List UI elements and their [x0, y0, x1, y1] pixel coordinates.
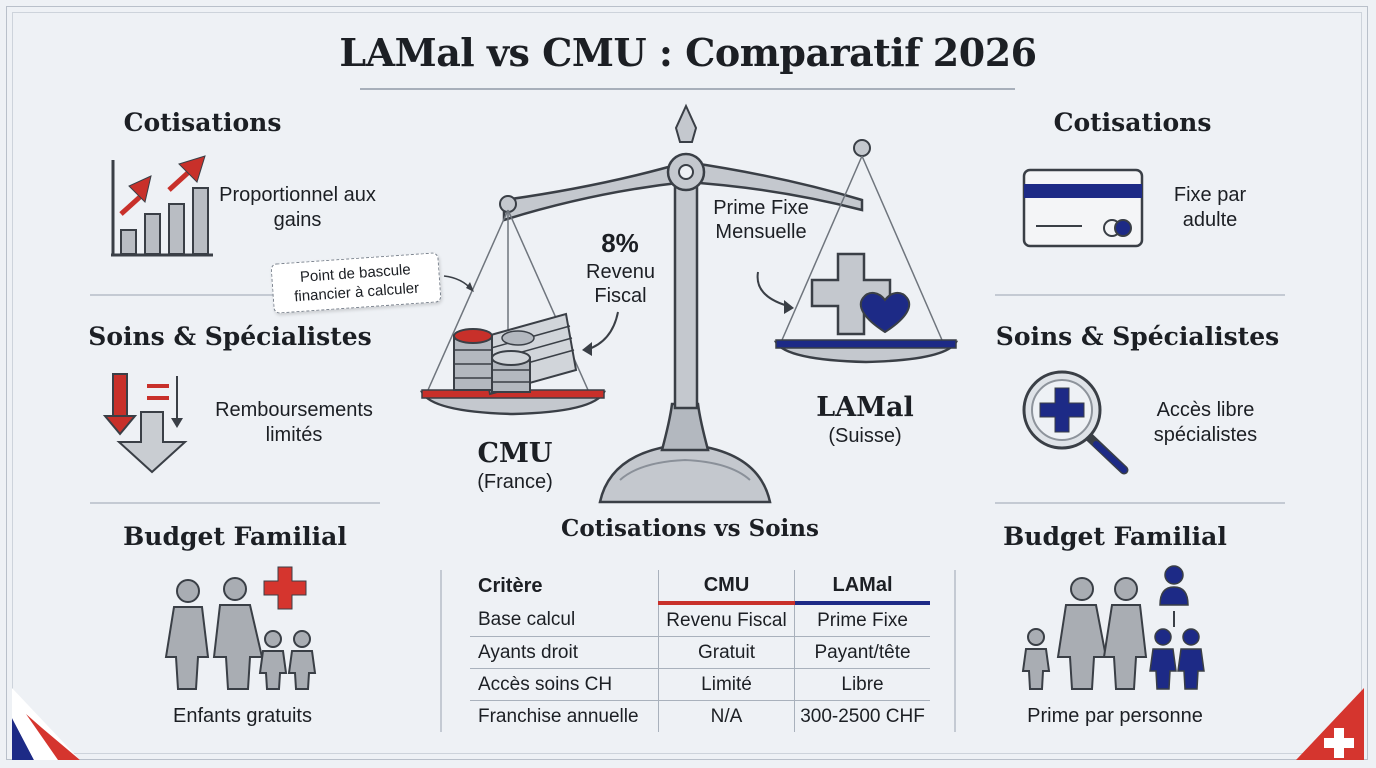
cmu-name: CMU	[477, 438, 553, 469]
france-flag-icon	[12, 688, 80, 760]
cell-cmu: Limité	[658, 668, 795, 701]
left-budget-text: Enfants gratuits	[173, 705, 312, 727]
table-row: Base calcul Revenu Fiscal Prime Fixe	[470, 603, 930, 637]
right-budget-heading: Budget Familial	[1003, 522, 1227, 551]
right-soins-heading: Soins & Spécialistes	[995, 322, 1280, 351]
card-icon	[1022, 168, 1144, 248]
table-row: Ayants droit Gratuit Payant/tête	[470, 636, 930, 669]
inner-frame	[12, 12, 1362, 754]
left-divider-2	[90, 502, 380, 504]
money-icon	[453, 312, 578, 396]
header-lamal: LAMal	[794, 570, 930, 605]
table-right-border	[954, 570, 956, 732]
cell-cmu: Revenu Fiscal	[658, 603, 795, 637]
cell-criterion: Franchise annuelle	[478, 705, 639, 727]
cell-lamal: Prime Fixe	[794, 603, 930, 637]
left-divider-1	[90, 294, 380, 296]
cell-lamal: 300-2500 CHF	[794, 700, 930, 732]
cell-lamal: Libre	[794, 668, 930, 701]
lamal-name: LAMal	[816, 392, 914, 423]
left-soins-text: Remboursements limités	[215, 399, 373, 446]
left-cotisations-heading: Cotisations	[123, 108, 282, 137]
cell-criterion: Ayants droit	[470, 636, 659, 669]
table-header-row: Critère CMU LAMal	[470, 570, 930, 605]
lamal-note: Prime Fixe Mensuelle	[713, 197, 809, 243]
page-title: LAMal vs CMU : Comparatif 2026	[339, 30, 1037, 75]
header-cmu: CMU	[658, 570, 795, 605]
cross-heart-icon	[810, 252, 911, 336]
cmu-rate-sub: Revenu Fiscal	[586, 261, 655, 307]
table-left-border	[440, 570, 442, 732]
left-cotisations-text: Proportionnel aux gains	[219, 184, 376, 231]
cell-criterion: Accès soins CH	[470, 668, 659, 701]
cell-lamal: Payant/tête	[794, 636, 930, 669]
cell-cmu: N/A	[658, 700, 795, 732]
down-arrow-icon	[102, 373, 188, 474]
header-critere: Critère	[478, 575, 543, 597]
cell-criterion: Base calcul	[470, 603, 659, 637]
swiss-flag-icon	[1296, 688, 1364, 760]
cmu-country: (France)	[477, 471, 553, 493]
cmu-rate: 8%	[601, 228, 639, 258]
cell-cmu: Gratuit	[658, 636, 795, 669]
balance-scale	[419, 103, 959, 504]
family-icon	[1021, 565, 1205, 690]
left-soins-heading: Soins & Spécialistes	[88, 322, 372, 351]
table-row: Accès soins CH Limité Libre	[470, 668, 930, 701]
right-soins-text: Accès libre spécialistes	[1153, 399, 1258, 446]
table-heading: Cotisations vs Soins	[561, 515, 819, 542]
left-budget-heading: Budget Familial	[123, 522, 347, 551]
right-cotisations-text: Fixe par adulte	[1173, 184, 1247, 231]
table-row: Franchise annuelle N/A 300-2500 CHF	[470, 700, 930, 732]
right-cotisations-heading: Cotisations	[1053, 108, 1212, 137]
lamal-country: (Suisse)	[828, 425, 902, 447]
family-icon	[164, 566, 317, 690]
title-underline	[360, 88, 1015, 90]
right-budget-text: Prime par personne	[1027, 705, 1203, 727]
magnifier-cross-icon	[1022, 370, 1129, 475]
right-divider-1	[995, 294, 1285, 296]
right-divider-2	[995, 502, 1285, 504]
comparison-table: Critère CMU LAMal Base calcul Revenu Fis…	[470, 570, 930, 732]
outer-frame	[6, 6, 1368, 760]
bar-chart-up-icon	[111, 155, 213, 257]
